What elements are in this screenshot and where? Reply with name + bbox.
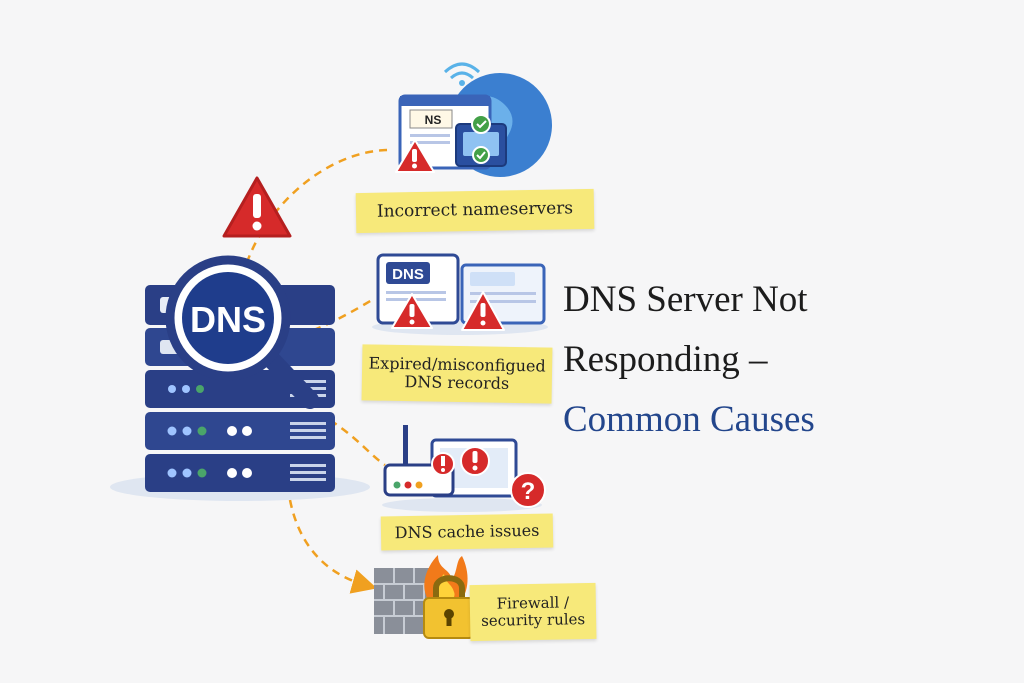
firewall-padlock-icon (374, 555, 475, 639)
warning-triangle-icon (222, 176, 292, 238)
title-line-1: DNS Server Not (563, 279, 808, 320)
dns-record-screens-icon: DNS (372, 253, 548, 335)
connector-lines (238, 148, 391, 594)
title-line-3: Common Causes (563, 399, 815, 440)
cause-note-nameservers: Incorrect nameservers (355, 188, 595, 234)
connector-to-cache (329, 418, 386, 467)
server-dns-label: DNS (190, 299, 266, 340)
cause-note-firewall: Firewall / security rules (469, 582, 597, 642)
cause-note-records: Expired/misconfigued DNS records (361, 344, 553, 404)
question-mark-glyph: ? (521, 478, 536, 505)
cause-label-line: security rules (480, 610, 586, 630)
dns-badge-text: DNS (392, 266, 424, 283)
cause-label-line: DNS cache issues (394, 520, 540, 543)
nameserver-browser-globe-icon: NS (395, 62, 552, 177)
title-line-2: Responding – (563, 339, 768, 380)
page-title: DNS Server Not Responding – Common Cause… (563, 270, 1003, 450)
ns-badge-text: NS (425, 113, 442, 127)
cause-label-line: Incorrect nameservers (376, 198, 574, 222)
magnifier-icon: DNS (165, 255, 319, 409)
router-monitor-question-icon: ? (382, 425, 546, 512)
connector-to-firewall (288, 499, 378, 594)
connector-to-records (299, 298, 373, 337)
cause-label-line: DNS records (404, 372, 510, 393)
cause-note-cache: DNS cache issues (380, 513, 554, 551)
